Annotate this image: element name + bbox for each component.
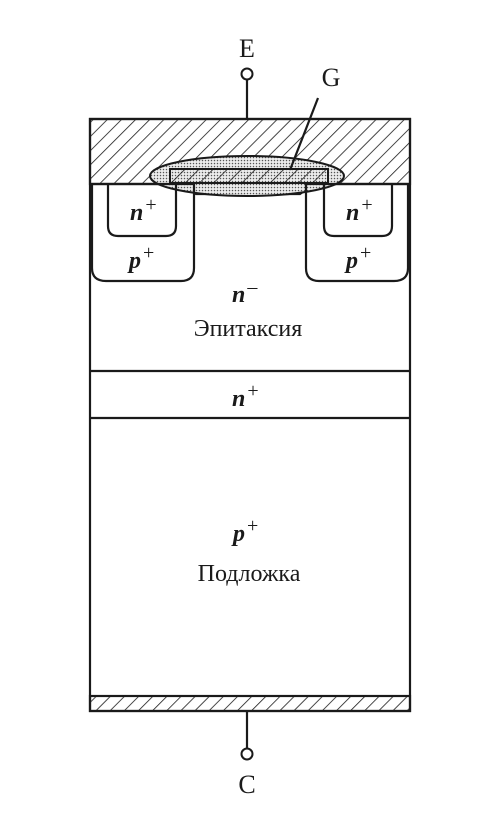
substrate-type-label: p+ (231, 515, 258, 547)
p-plus-right-label: p+ (344, 242, 371, 274)
buffer-type-label: n+ (232, 380, 259, 412)
collector-label: C (238, 770, 255, 799)
collector-terminal-icon (240, 747, 254, 761)
gate-lead (288, 97, 320, 171)
n-plus-right-pocket (322, 184, 394, 238)
p-plus-right-well (304, 182, 410, 283)
emitter-terminal: E (239, 34, 255, 119)
p-plus-left-well (90, 182, 196, 283)
epitaxy-type-label: n– (232, 276, 258, 308)
emitter-label: E (239, 34, 255, 63)
collector-terminal: C (238, 711, 256, 799)
n-plus-left-label: n+ (130, 194, 157, 226)
gate-electrode (169, 168, 329, 184)
p-plus-left-label: p+ (127, 242, 154, 274)
gate-label: G (322, 63, 341, 92)
n-plus-right-label: n+ (346, 194, 373, 226)
emitter-terminal-icon (240, 67, 254, 81)
n-plus-left-pocket (106, 184, 178, 238)
epitaxy-name-label: Эпитаксия (194, 316, 303, 342)
collector-metal (88, 694, 412, 713)
substrate-name-label: Подложка (198, 561, 301, 587)
gate-terminal: G (288, 63, 341, 171)
